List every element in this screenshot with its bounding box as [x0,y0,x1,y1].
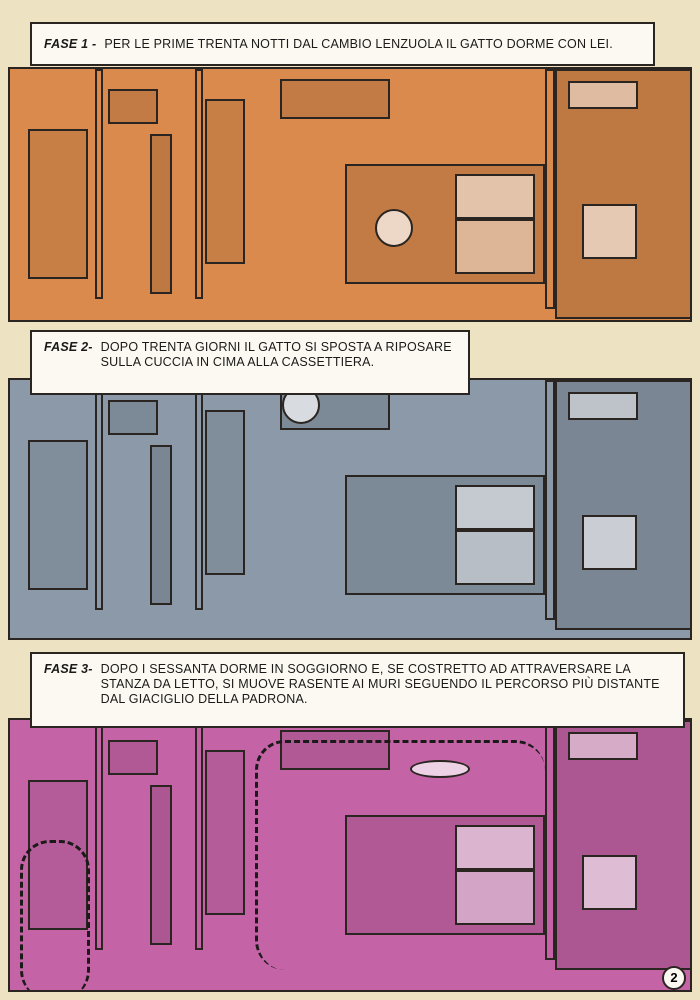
cabinet [108,400,158,435]
caption-label: FASE 3- [44,662,93,676]
caption-phase-1: FASE 1 - PER LE PRIME TRENTA NOTTI DAL C… [30,22,655,66]
panel-phase-2 [8,378,692,640]
dresser [280,730,390,770]
stove [150,785,172,945]
table [582,204,637,259]
page-number: 2 [662,966,686,990]
stove [150,445,172,605]
caption-label: FASE 2- [44,340,93,354]
wall-mid [195,720,203,950]
kitchen-floor [555,69,690,319]
wall-right [545,69,555,309]
cat [410,760,470,778]
wall-left [95,69,103,299]
pillow [455,485,535,530]
cabinet [108,89,158,124]
blanket [455,530,535,585]
sofa [28,129,88,279]
wall-right [545,380,555,620]
panel-phase-1 [8,67,692,322]
stove [150,134,172,294]
wall-left [95,720,103,950]
caption-text: DOPO I SESSANTA DORME IN SOGGIORNO E, SE… [100,662,660,706]
caption-text: DOPO TRENTA GIORNI IL GATTO SI SPOSTA A … [100,340,452,369]
blanket [455,870,535,925]
wardrobe [205,750,245,915]
caption-label: FASE 1 - [44,36,97,51]
wardrobe [205,99,245,264]
sofa [28,440,88,590]
caption-phase-3: FASE 3- DOPO I SESSANTA DORME IN SOGGIOR… [30,652,685,728]
wall-mid [195,380,203,610]
blanket [455,219,535,274]
caption-phase-2: FASE 2- DOPO TRENTA GIORNI IL GATTO SI S… [30,330,470,395]
pillow [455,825,535,870]
cat-route-path [255,740,545,970]
dresser [280,79,390,119]
cat [375,209,413,247]
kitchen-floor [555,720,690,970]
wall-mid [195,69,203,299]
caption-text: PER LE PRIME TRENTA NOTTI DAL CAMBIO LEN… [104,36,613,51]
wardrobe [205,410,245,575]
cabinet [108,740,158,775]
cat-route-path [20,840,90,990]
panel-phase-3 [8,718,692,992]
sink [568,392,638,420]
kitchen-floor [555,380,690,630]
sink [568,732,638,760]
wall-left [95,380,103,610]
pillow [455,174,535,219]
table [582,855,637,910]
wall-right [545,720,555,960]
sink [568,81,638,109]
table [582,515,637,570]
